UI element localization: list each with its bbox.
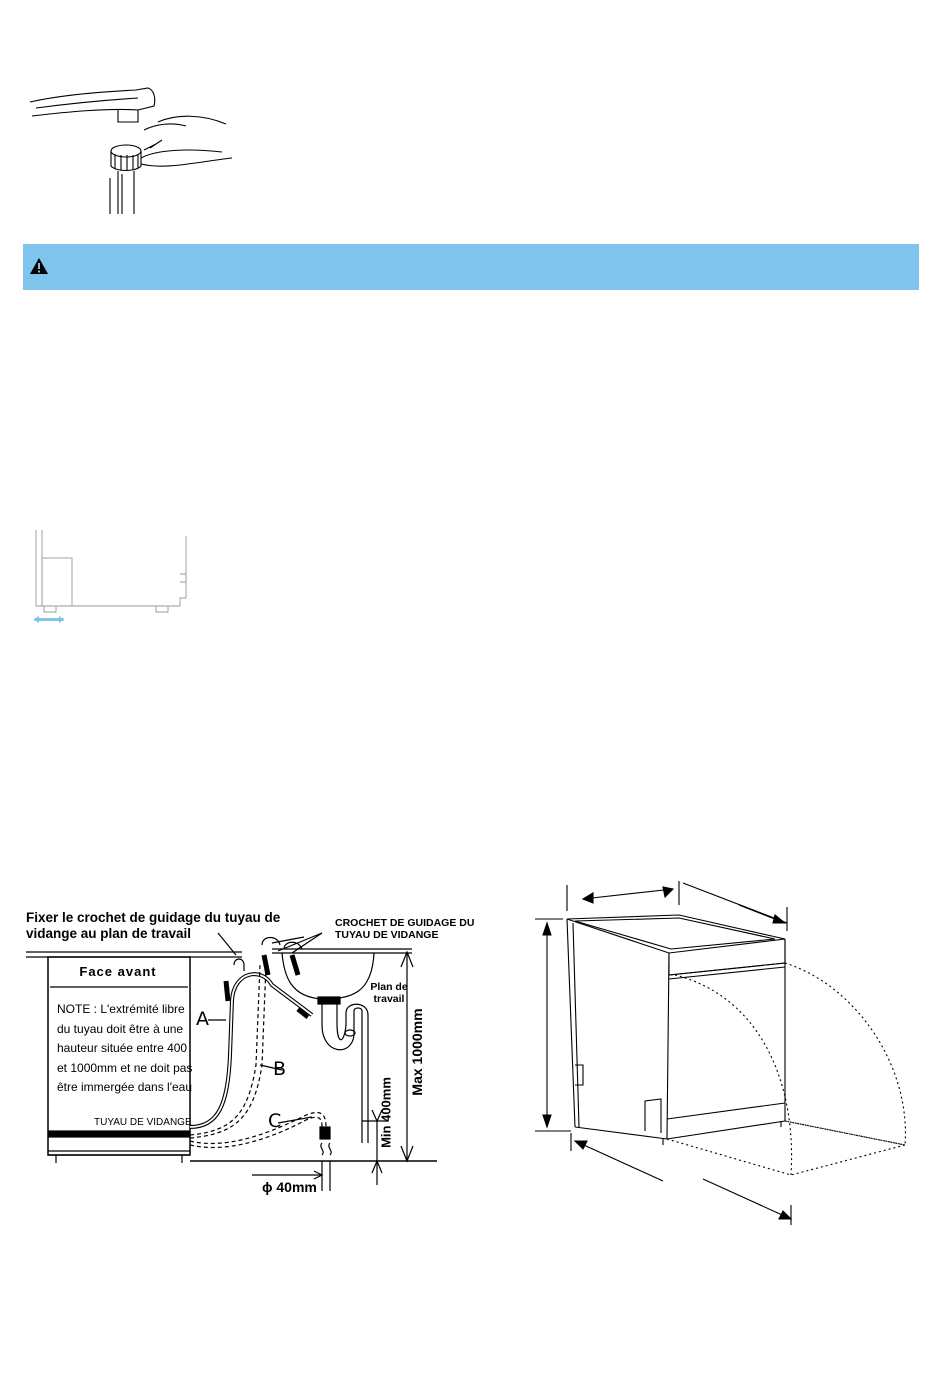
warning-banner: [23, 244, 919, 290]
warning-triangle-icon: [30, 258, 48, 274]
pipe-diameter-label: ϕ 40mm: [262, 1179, 317, 1195]
hose-hook-label: CROCHET DE GUIDAGE DU TUYAU DE VIDANGE: [335, 917, 475, 941]
hose-position-b: B: [273, 1058, 287, 1080]
dishwasher-dimensions-diagram: [535, 881, 906, 1225]
min-height-label: Min 400mm: [378, 1077, 394, 1148]
drain-hose-installation-diagram: [26, 932, 437, 1191]
faucet-connection-illustration: [29, 87, 233, 214]
leveling-feet-illustration: [34, 530, 187, 623]
drain-hose-label: TUYAU DE VIDANGE: [94, 1117, 192, 1128]
drain-hook-instruction: Fixer le crochet de guidage du tuyau de …: [26, 910, 281, 941]
hose-position-c: C: [268, 1110, 282, 1132]
max-height-label: Max 1000mm: [409, 1008, 425, 1096]
worktop-label: Plan de travail: [370, 981, 408, 1005]
front-face-label: Face avant: [79, 964, 157, 979]
hose-position-a: A: [196, 1008, 209, 1030]
hose-height-note: NOTE : L'extrémité libre du tuyau doit ê…: [57, 1002, 193, 1094]
